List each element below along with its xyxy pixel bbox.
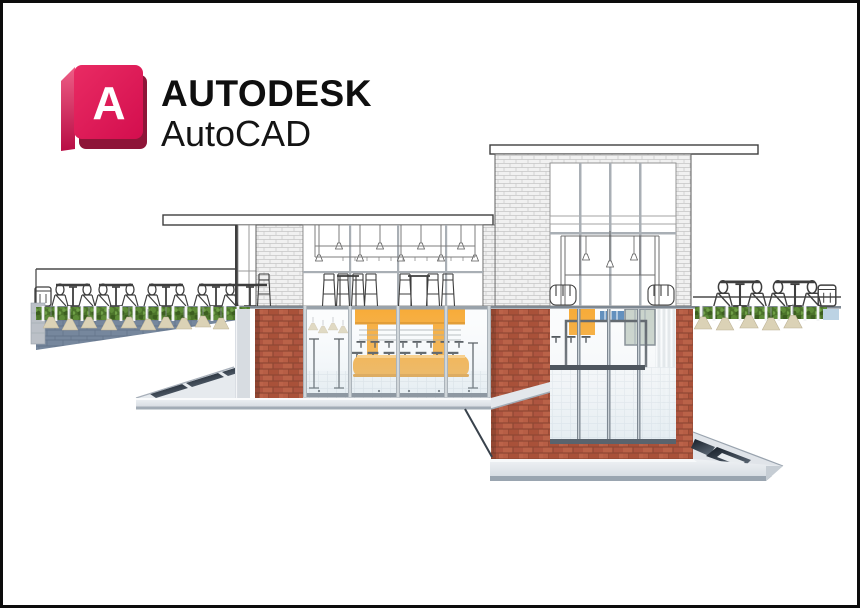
brick-piers [255, 309, 693, 459]
pavilion-hatched-pier [255, 224, 304, 307]
product-name: AutoCAD [161, 113, 312, 154]
pavilion-mullions [303, 306, 491, 397]
tower-glass-overlay [550, 309, 676, 444]
slab-front-edge [136, 398, 493, 409]
outdoor-seating-left [34, 283, 239, 308]
left-planter-wedge [30, 302, 250, 350]
brick-parapet [550, 443, 676, 459]
roof-right-tower [489, 144, 759, 155]
glass-panel-right-end [823, 309, 839, 320]
under-slab-edge [464, 408, 493, 458]
autodesk-a-badge-icon: A [61, 65, 147, 151]
brand-name: AUTODESK [161, 73, 372, 114]
pavilion-upper [231, 224, 496, 308]
slab-ledge [491, 382, 550, 409]
brick-pier-tower-right [676, 309, 693, 459]
badge-flap [61, 67, 75, 151]
right-planter-strip [693, 303, 839, 331]
wall-below-section [235, 309, 250, 398]
tower-armchairs [549, 284, 675, 306]
pavilion-left-wall [235, 225, 238, 306]
brick-pier-tower-left [491, 309, 550, 459]
tower-upper [494, 153, 692, 307]
badge-letter: A [92, 77, 125, 129]
tower-horizontal-frame [550, 365, 645, 370]
platform-front-edge [490, 459, 783, 481]
main-floor-slab [135, 309, 493, 410]
bar-shelves [314, 225, 476, 261]
tower-interior-linework [560, 235, 660, 305]
pavilion-glass-overlay [303, 306, 491, 398]
logo-group: A AUTODESK AutoCAD [61, 65, 372, 153]
tower-bottom-frame [550, 439, 676, 444]
brick-pier-pavilion [255, 309, 303, 398]
lower-platform [490, 431, 784, 481]
roof-left-pavilion [162, 214, 494, 226]
building-illustration [30, 144, 841, 481]
platform-skylight-1 [691, 439, 715, 456]
badge-face [74, 65, 143, 139]
outdoor-seating-right [713, 279, 837, 308]
